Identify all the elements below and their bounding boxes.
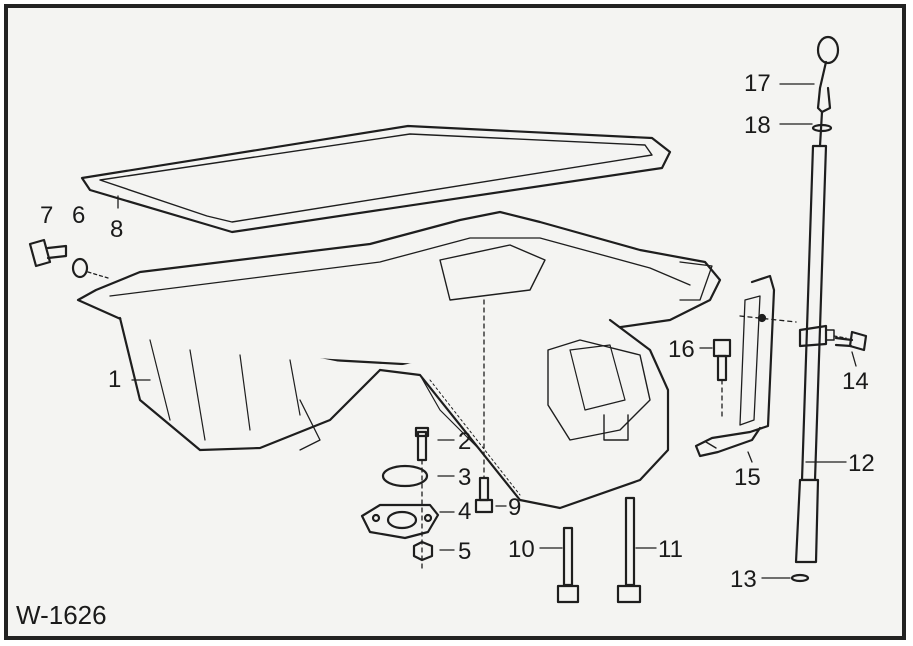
part-10-long-bolt — [556, 526, 580, 604]
part-7-drain-plug — [28, 238, 68, 268]
part-14-bolt — [834, 330, 868, 352]
label-part-9: 9 — [508, 494, 522, 521]
label-part-5: 5 — [458, 538, 472, 565]
label-part-11: 11 — [658, 536, 683, 563]
label-part-16: 16 — [668, 336, 695, 363]
part-5-nut — [412, 540, 434, 562]
part-8-oil-pan-gasket — [80, 124, 672, 234]
label-part-1: 1 — [108, 366, 122, 393]
part-9-bolt — [474, 476, 494, 514]
part-3-o-ring — [381, 464, 429, 488]
label-part-3: 3 — [458, 464, 472, 491]
part-12-dipstick-tube — [794, 144, 835, 564]
part-15-bracket — [694, 274, 776, 458]
label-part-12: 12 — [848, 450, 875, 477]
label-part-4: 4 — [458, 498, 472, 525]
label-part-10: 10 — [508, 536, 535, 563]
part-11-long-bolt — [616, 496, 642, 604]
part-18-o-ring — [811, 123, 833, 133]
label-part-18: 18 — [744, 112, 771, 139]
label-part-8: 8 — [110, 216, 124, 243]
part-16-bolt — [712, 338, 732, 382]
label-part-17: 17 — [744, 70, 771, 97]
part-2-bolt — [414, 426, 430, 462]
label-part-2: 2 — [458, 428, 472, 455]
part-4-cover-plate — [360, 503, 440, 540]
label-part-14: 14 — [842, 368, 869, 395]
figure-id: W-1626 — [10, 598, 113, 633]
part-1-oil-pan — [76, 210, 722, 510]
label-part-7: 7 — [40, 202, 54, 229]
label-part-13: 13 — [730, 566, 757, 593]
part-13-o-ring — [790, 573, 810, 583]
label-part-6: 6 — [72, 202, 86, 229]
label-part-15: 15 — [734, 464, 761, 491]
part-17-dipstick — [816, 35, 840, 148]
part-6-washer — [71, 257, 89, 279]
